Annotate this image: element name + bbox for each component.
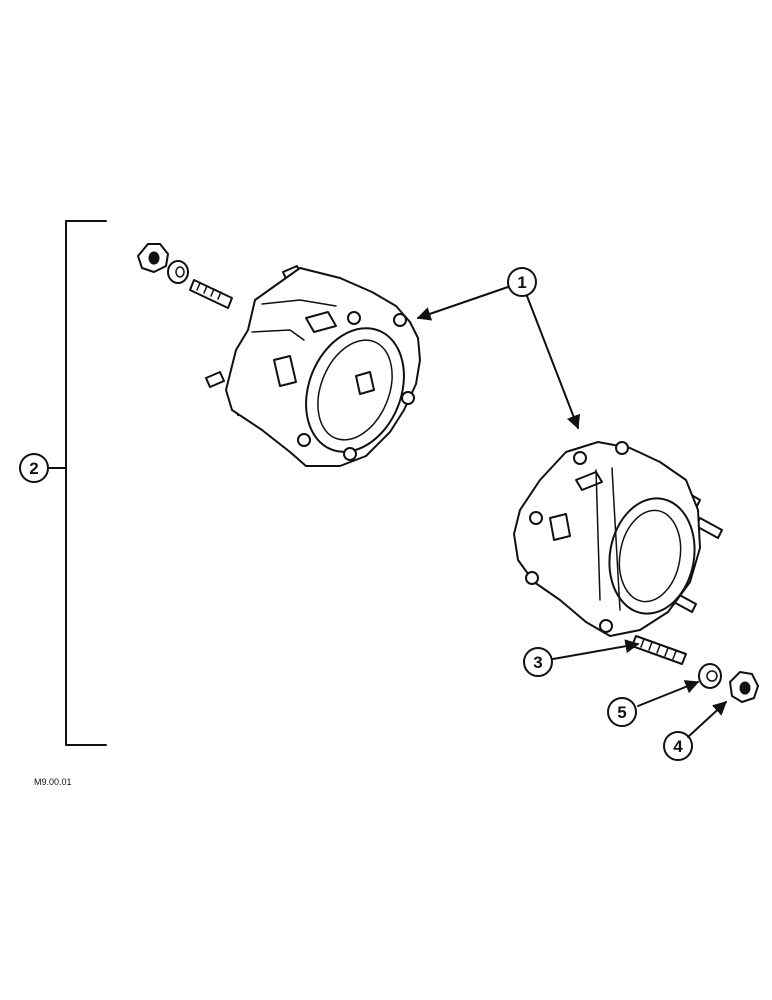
callout-3: 3: [523, 647, 553, 677]
callout-5-label: 5: [617, 703, 626, 722]
callout-3-label: 3: [533, 653, 542, 672]
stud-lower: [631, 635, 687, 665]
callout-1-label: 1: [517, 273, 526, 292]
nut-lower: [729, 671, 759, 703]
callout-4: 4: [663, 731, 693, 761]
washer-upper: [167, 260, 189, 284]
callout-2-label: 2: [29, 459, 38, 478]
hub-housing-lower: [513, 441, 723, 637]
callout-1: 1: [507, 267, 537, 297]
nut-upper: [137, 243, 169, 273]
stud-upper: [189, 279, 233, 309]
callout-4-label: 4: [673, 737, 683, 756]
reference-code: M9.00.01: [34, 777, 72, 787]
callout-5: 5: [607, 697, 637, 727]
hub-housing-upper: [205, 265, 421, 467]
washer-lower: [698, 663, 722, 689]
callout-2: 2: [19, 453, 49, 483]
leader-lines: [416, 286, 728, 738]
assembly-bracket: [47, 220, 107, 746]
